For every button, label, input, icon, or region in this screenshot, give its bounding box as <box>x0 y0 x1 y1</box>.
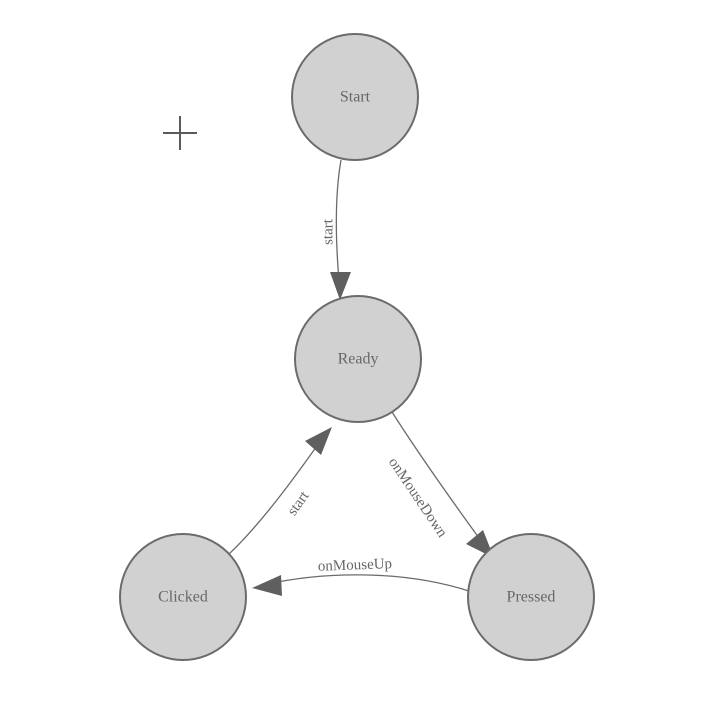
edge-pressed-to-clicked[interactable]: onMouseUp <box>252 556 470 596</box>
edge-path-pressed-to-clicked[interactable] <box>262 574 470 592</box>
plus-icon[interactable] <box>163 116 197 150</box>
node-ready-label: Ready <box>338 351 379 368</box>
node-clicked-label: Clicked <box>158 589 208 606</box>
node-pressed-label: Pressed <box>507 589 556 606</box>
arrowhead-start-to-ready <box>330 272 351 300</box>
edge-path-clicked-to-ready[interactable] <box>228 435 325 555</box>
edge-clicked-to-ready[interactable]: start <box>228 427 332 555</box>
node-ready-circle[interactable] <box>294 295 422 423</box>
node-pressed[interactable]: Pressed <box>467 533 595 661</box>
edge-label-ready-to-pressed: onMouseDown <box>385 455 450 541</box>
arrowhead-clicked-to-ready <box>305 427 332 455</box>
node-start-label: Start <box>340 89 371 106</box>
edge-start-to-ready[interactable]: start <box>320 159 351 300</box>
edge-label-clicked-to-ready: start <box>285 488 313 519</box>
node-clicked[interactable]: Clicked <box>119 533 247 661</box>
node-clicked-circle[interactable] <box>119 533 247 661</box>
node-start[interactable]: Start <box>291 33 419 161</box>
node-ready[interactable]: Ready <box>294 295 422 423</box>
edge-label-pressed-to-clicked: onMouseUp <box>318 556 393 575</box>
node-pressed-circle[interactable] <box>467 533 595 661</box>
edge-ready-to-pressed[interactable]: onMouseDown <box>385 411 494 558</box>
edge-label-start-to-ready: start <box>320 218 336 245</box>
arrowhead-pressed-to-clicked <box>252 575 282 596</box>
node-start-circle[interactable] <box>291 33 419 161</box>
